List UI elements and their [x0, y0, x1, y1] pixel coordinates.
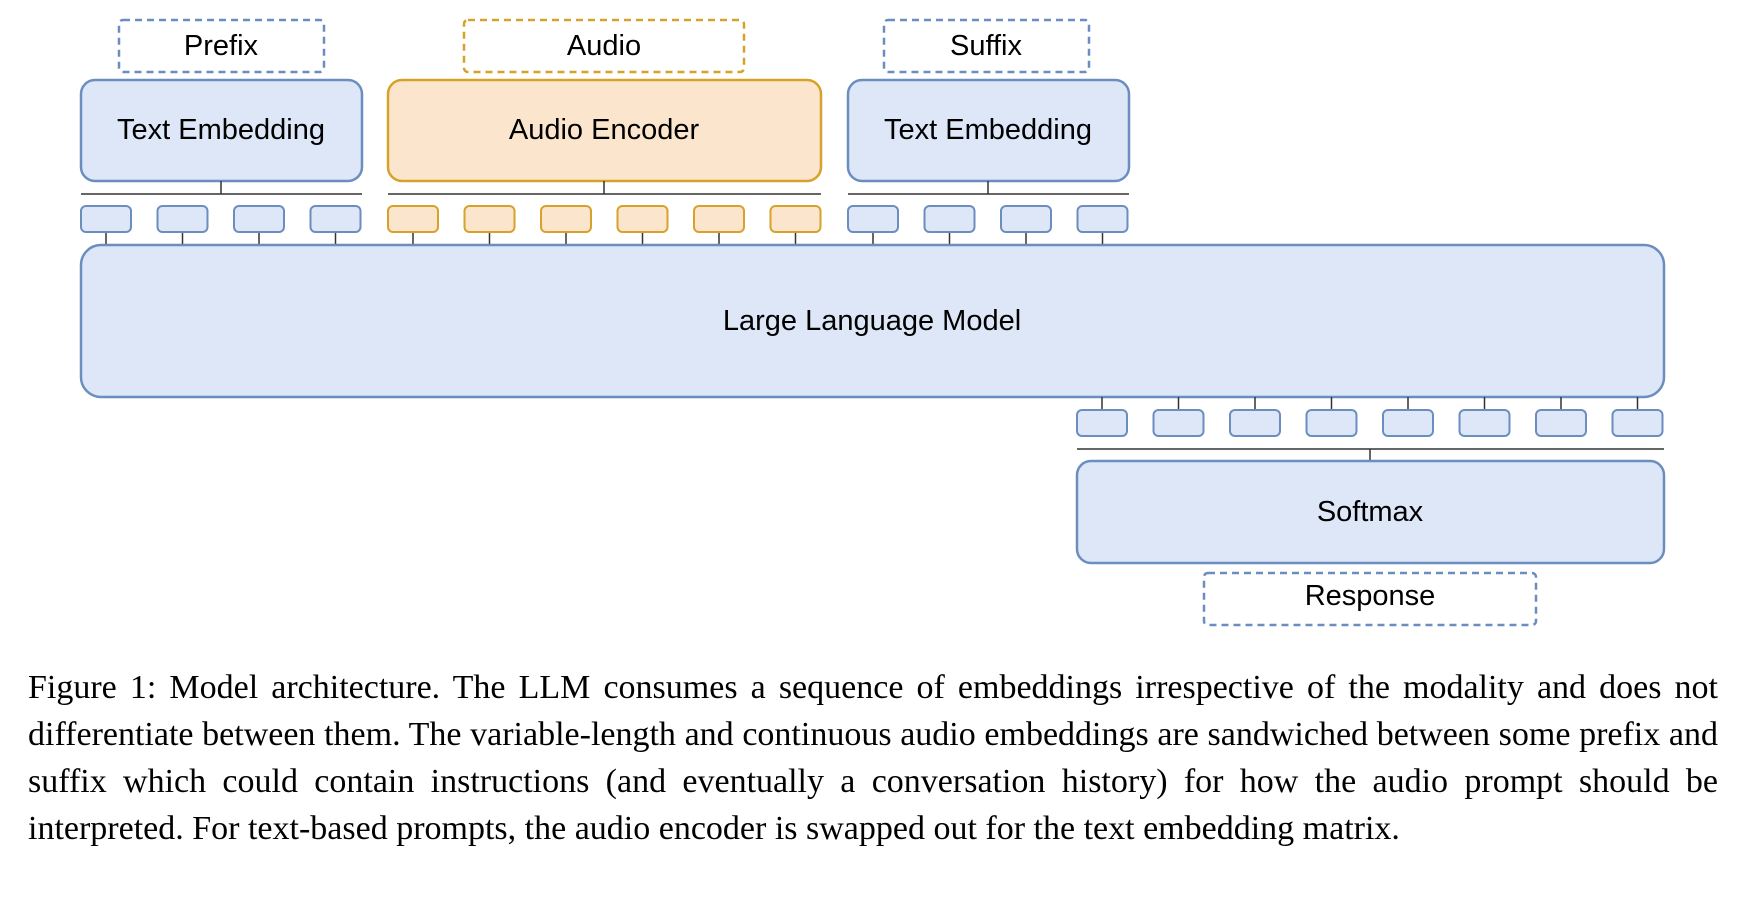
prefix-label-box: Prefix	[117, 18, 326, 74]
prefix-label: Prefix	[184, 30, 259, 62]
text-embedding-right-block: Text Embedding	[846, 78, 1131, 183]
audio-label: Audio	[567, 30, 641, 62]
text-embedding-left-block: Text Embedding	[79, 78, 364, 183]
suffix-token	[1000, 205, 1052, 233]
output-token	[1076, 409, 1128, 437]
audio-token	[616, 205, 669, 233]
llm-label: Large Language Model	[723, 305, 1021, 337]
figure-caption: Figure 1: Model architecture. The LLM co…	[28, 669, 1718, 847]
audio-label-box: Audio	[462, 18, 746, 74]
output-token	[1611, 409, 1664, 437]
prefix-token	[309, 205, 362, 233]
output-token	[1229, 409, 1281, 437]
audio-token	[540, 205, 592, 233]
response-label: Response	[1305, 580, 1436, 612]
audio-encoder-label: Audio Encoder	[509, 114, 700, 146]
text-embedding-left-label: Text Embedding	[117, 114, 325, 146]
output-bus-lines	[1077, 448, 1664, 461]
output-token	[1152, 409, 1205, 437]
audio-encoder-block: Audio Encoder	[386, 78, 823, 183]
suffix-token	[923, 205, 976, 233]
output-token	[1458, 409, 1511, 437]
suffix-label-box: Suffix	[882, 18, 1091, 74]
suffix-token	[1076, 205, 1129, 233]
prefix-token-group	[80, 205, 362, 245]
output-token	[1305, 409, 1358, 437]
llm-block: Large Language Model	[79, 243, 1666, 399]
output-token	[1535, 409, 1587, 437]
softmax-label: Softmax	[1317, 496, 1424, 528]
suffix-token	[847, 205, 899, 233]
audio-token	[769, 205, 822, 233]
suffix-label: Suffix	[950, 30, 1023, 62]
output-token-group	[1076, 397, 1664, 437]
prefix-token	[233, 205, 285, 233]
audio-token	[693, 205, 745, 233]
text-embedding-right-label: Text Embedding	[884, 114, 1092, 146]
audio-token-group	[387, 205, 822, 245]
architecture-diagram: Prefix Audio Suffix Text Embedding Audio…	[79, 18, 1666, 627]
output-token	[1382, 409, 1434, 437]
response-label-box: Response	[1202, 571, 1538, 627]
input-bus-lines	[81, 181, 1129, 195]
prefix-token	[80, 205, 132, 233]
suffix-token-group	[847, 205, 1129, 245]
audio-token	[463, 205, 516, 233]
prefix-token	[156, 205, 209, 233]
audio-token	[387, 205, 439, 233]
softmax-block: Softmax	[1075, 459, 1666, 565]
